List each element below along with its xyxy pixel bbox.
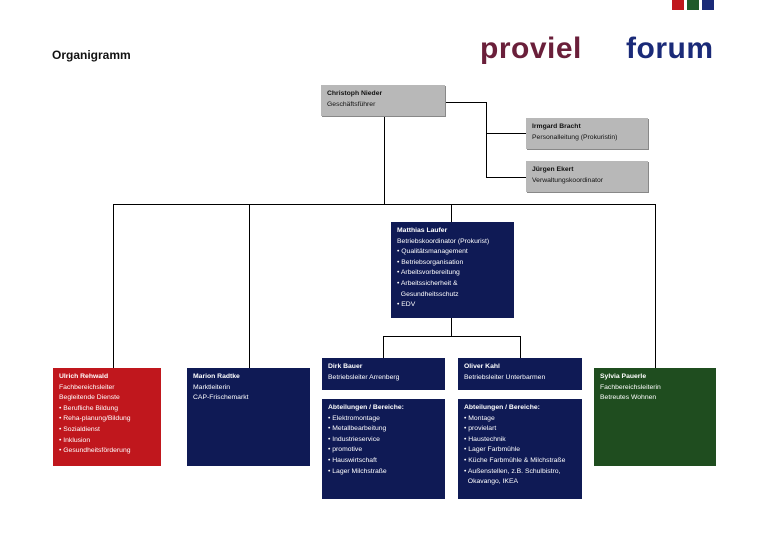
list-item: • Betriebsorganisation xyxy=(397,258,464,266)
connector-staff2 xyxy=(486,177,526,178)
coordinator-tasks: • Qualitätsmanagement • Betriebsorganisa… xyxy=(397,247,508,311)
node-staff-admin: Jürgen Ekert Verwaltungskoordinator xyxy=(526,161,648,192)
page-title: Organigramm xyxy=(52,48,131,62)
list-item: • Haustechnik xyxy=(464,435,506,443)
list-item: • Berufliche Bildung xyxy=(59,404,119,412)
rehwald-tasks: • Berufliche Bildung • Reha-planung/Bild… xyxy=(59,404,155,457)
radtke-role2: CAP-Frischemarkt xyxy=(193,394,249,402)
pauerle-role2: Betreutes Wohnen xyxy=(600,394,657,402)
list-item: • Elektromontage xyxy=(328,414,380,422)
staff1-role: Personalleitung (Prokuristin) xyxy=(532,133,618,141)
kahl-depts-list: • Montage • provielart • Haustechnik • L… xyxy=(464,414,576,488)
list-item: • Reha-planung/Bildung xyxy=(59,415,131,423)
brand-forum: forum xyxy=(626,32,714,65)
connector-rehwald xyxy=(113,204,114,368)
list-item: • Arbeitsvorbereitung xyxy=(397,269,460,277)
connector-coordinator-down xyxy=(451,318,452,336)
coordinator-role: Betriebskoordinator (Prokurist) xyxy=(397,237,490,245)
coordinator-name: Matthias Laufer xyxy=(397,227,448,234)
node-kahl-departments: Abteilungen / Bereiche: • Montage • prov… xyxy=(458,399,582,499)
list-item: • Hauswirtschaft xyxy=(328,456,377,464)
pauerle-role1: Fachbereichsleiterin xyxy=(600,383,661,391)
node-rehwald: Ulrich Rehwald Fachbereichsleiter Beglei… xyxy=(53,368,161,466)
pauerle-name: Sylvia Pauerle xyxy=(600,373,647,380)
logo-square-green xyxy=(687,0,699,10)
bauer-name: Dirk Bauer xyxy=(328,363,363,370)
list-item: • provielart xyxy=(464,425,497,433)
list-item: • Inklusion xyxy=(59,436,91,444)
rehwald-role2: Begleitende Dienste xyxy=(59,394,120,402)
list-item: Okavango, IKEA xyxy=(464,478,519,486)
connector-staff1 xyxy=(486,133,526,134)
connector-pauerle xyxy=(655,204,656,368)
kahl-name: Oliver Kahl xyxy=(464,363,500,370)
connector-main-horizontal xyxy=(113,204,655,205)
list-item: • Lager Farbmühle xyxy=(464,446,521,454)
brand-proviel: proviel xyxy=(480,32,582,65)
node-staff-personnel: Irmgard Bracht Personalleitung (Prokuris… xyxy=(526,118,648,149)
radtke-name: Marion Radtke xyxy=(193,373,240,380)
bauer-role: Betriebsleiter Arrenberg xyxy=(328,373,400,381)
connector-managers-horizontal xyxy=(383,336,521,337)
list-item: • Außenstellen, z.B. Schulbistro, xyxy=(464,467,561,475)
ceo-name: Christoph Nieder xyxy=(327,90,383,97)
radtke-role1: Marktleiterin xyxy=(193,383,231,391)
list-item: • Metallbearbeitung xyxy=(328,425,387,433)
connector-staff-vertical xyxy=(486,102,487,178)
list-item: • promotive xyxy=(328,446,363,454)
node-kahl: Oliver Kahl Betriebsleiter Unterbarmen xyxy=(458,358,582,390)
logo-square-blue xyxy=(702,0,714,10)
list-item: • Gesundheitsförderung xyxy=(59,447,131,455)
rehwald-role1: Fachbereichsleiter xyxy=(59,383,115,391)
rehwald-name: Ulrich Rehwald xyxy=(59,373,109,380)
list-item: • Lager Milchstraße xyxy=(328,467,387,475)
staff2-name: Jürgen Ekert xyxy=(532,166,574,173)
staff2-role: Verwaltungskoordinator xyxy=(532,176,604,184)
list-item: • EDV xyxy=(397,301,416,309)
list-item: • Montage xyxy=(464,414,495,422)
node-coordinator: Matthias Laufer Betriebskoordinator (Pro… xyxy=(391,222,514,318)
kahl-depts-header: Abteilungen / Bereiche: xyxy=(464,404,540,411)
connector-ceo-down xyxy=(384,116,385,204)
node-ceo: Christoph Nieder Geschäftsführer xyxy=(321,85,445,116)
node-pauerle: Sylvia Pauerle Fachbereichsleiterin Betr… xyxy=(594,368,716,466)
connector-bauer xyxy=(383,336,384,358)
connector-coordinator xyxy=(451,204,452,222)
node-bauer: Dirk Bauer Betriebsleiter Arrenberg xyxy=(322,358,445,390)
connector-radtke xyxy=(249,204,250,368)
logo-square-red xyxy=(672,0,684,10)
staff1-name: Irmgard Bracht xyxy=(532,123,581,130)
connector-kahl xyxy=(520,336,521,358)
list-item: • Sozialdienst xyxy=(59,425,100,433)
bauer-depts-list: • Elektromontage • Metallbearbeitung • I… xyxy=(328,414,439,478)
list-item: • Arbeitssicherheit & xyxy=(397,279,458,287)
list-item: • Qualitätsmanagement xyxy=(397,248,468,256)
list-item: Gesundheitsschutz xyxy=(397,290,459,298)
node-radtke: Marion Radtke Marktleiterin CAP-Frischem… xyxy=(187,368,310,466)
ceo-role: Geschäftsführer xyxy=(327,100,376,108)
node-bauer-departments: Abteilungen / Bereiche: • Elektromontage… xyxy=(322,399,445,499)
list-item: • Industrieservice xyxy=(328,435,380,443)
kahl-role: Betriebsleiter Unterbarmen xyxy=(464,373,546,381)
bauer-depts-header: Abteilungen / Bereiche: xyxy=(328,404,404,411)
list-item: • Küche Farbmühle & Milchstraße xyxy=(464,456,566,464)
